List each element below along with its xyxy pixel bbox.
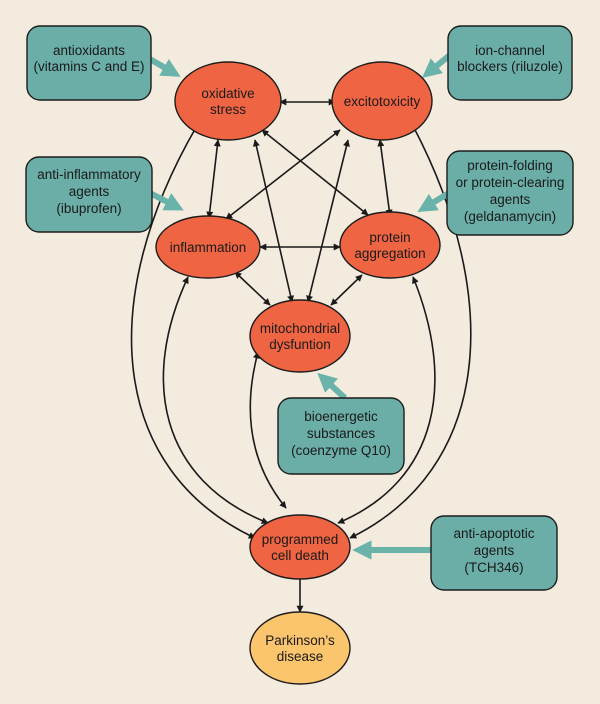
node-parkinsons-disease: Parkinson’s disease (249, 611, 351, 685)
svg-text:agents: agents (69, 184, 110, 199)
node-label-line-1: protein (369, 230, 410, 245)
svg-text:disease: disease (277, 649, 324, 664)
treatment-label-line-3: (ibuprofen) (56, 201, 121, 216)
node-label-line-2: aggregation (354, 246, 425, 261)
svg-text:programmed: programmed (262, 532, 339, 547)
node-label-line-1: programmed (262, 532, 339, 547)
node-label-line-2: cell death (271, 548, 329, 563)
svg-text:aggregation: aggregation (354, 246, 425, 261)
treatment-arrow-bioenergetic (317, 372, 348, 401)
treatment-label-line-3: (TCH346) (464, 560, 523, 575)
edge-mitochondrial-celldeath (249, 351, 287, 509)
treatment-label-line-3: (coenzyme Q10) (291, 443, 391, 458)
treatment-label-line-3: agents (490, 192, 531, 207)
treatment-label-line-2: agents (69, 184, 110, 199)
svg-text:(coenzyme Q10): (coenzyme Q10) (291, 443, 391, 458)
edge-excitotoxicity-inflammation (225, 129, 341, 220)
svg-text:Parkinson’s: Parkinson’s (265, 633, 335, 648)
treatment-arrow-ion-channel (422, 52, 452, 78)
svg-text:cell death: cell death (271, 548, 329, 563)
node-protein-aggregation: protein aggregation (339, 211, 441, 279)
svg-text:protein: protein (369, 230, 410, 245)
svg-text:anti-inflammatory: anti-inflammatory (37, 167, 141, 182)
edge-oxidative-protein (261, 129, 369, 216)
svg-text:substances: substances (307, 426, 376, 441)
treatment-ion-channel-blockers: ion-channel blockers (riluzole) (447, 25, 573, 101)
treatment-anti-inflammatory: anti-inflammatory agents (ibuprofen) (25, 156, 153, 233)
svg-text:anti-apoptotic: anti-apoptotic (453, 526, 534, 541)
svg-text:(ibuprofen): (ibuprofen) (56, 201, 121, 216)
treatment-label-line-2: blockers (riluzole) (457, 59, 563, 74)
svg-text:(vitamins C and E): (vitamins C and E) (33, 59, 144, 74)
treatment-label-line-2: substances (307, 426, 376, 441)
svg-text:blockers (riluzole): blockers (riluzole) (457, 59, 563, 74)
treatment-arrow-antioxidants (146, 55, 181, 77)
node-label-line-2: disease (277, 649, 324, 664)
svg-text:excitotoxicity: excitotoxicity (344, 94, 421, 109)
node-label-line-1: excitotoxicity (344, 94, 421, 109)
svg-text:protein-folding: protein-folding (467, 158, 553, 173)
svg-text:agents: agents (490, 192, 531, 207)
treatment-label-line-1: anti-apoptotic (453, 526, 534, 541)
svg-text:ion-channel: ion-channel (475, 43, 545, 58)
treatment-label-line-1: anti-inflammatory (37, 167, 141, 182)
svg-text:(geldanamycin): (geldanamycin) (464, 209, 556, 224)
node-label-line-1: oxidative (201, 86, 254, 101)
node-mitochondrial-dysfunction: mitochondrial dysfuntion (249, 299, 351, 373)
svg-text:antioxidants: antioxidants (53, 43, 125, 58)
edge-oxidative-inflammation (206, 139, 221, 219)
treatment-label-line-2: (vitamins C and E) (33, 59, 144, 74)
treatment-label-line-2: or protein-clearing (456, 175, 565, 190)
svg-text:mitochondrial: mitochondrial (260, 321, 340, 336)
node-excitotoxicity: excitotoxicity (331, 61, 433, 141)
node-label-line-1: inflammation (170, 240, 247, 255)
edge-excitotoxicity-protein (377, 139, 393, 217)
node-label-line-2: stress (210, 102, 246, 117)
edge-inflammation-mitochondrial (234, 271, 271, 306)
svg-text:dysfuntion: dysfuntion (269, 337, 331, 352)
edge-oxidative-mitochondrial (252, 139, 295, 303)
edge-protein-mitochondrial (330, 274, 363, 306)
treatment-label-line-1: bioenergetic (304, 409, 378, 424)
treatment-label-line-1: ion-channel (475, 43, 545, 58)
treatment-anti-apoptotic: anti-apoptotic agents (TCH346) (430, 515, 558, 591)
edge-excitotoxicity-mitochondrial (306, 139, 350, 303)
node-label-line-1: mitochondrial (260, 321, 340, 336)
svg-text:or protein-clearing: or protein-clearing (456, 175, 565, 190)
node-oxidative-stress: oxidative stress (174, 61, 282, 141)
node-label-line-2: dysfuntion (269, 337, 331, 352)
svg-text:agents: agents (474, 543, 515, 558)
treatment-protein-folding: protein-folding or protein-clearing agen… (446, 150, 574, 236)
treatment-label-line-1: protein-folding (467, 158, 553, 173)
treatment-arrow-anti-inflammatory (148, 190, 184, 211)
svg-text:inflammation: inflammation (170, 240, 247, 255)
svg-text:(TCH346): (TCH346) (464, 560, 523, 575)
node-label-line-1: Parkinson’s (265, 633, 335, 648)
node-programmed-cell-death: programmed cell death (249, 514, 351, 580)
treatment-bioenergetic: bioenergetic substances (coenzyme Q10) (277, 397, 405, 475)
svg-text:bioenergetic: bioenergetic (304, 409, 378, 424)
treatment-antioxidants: antioxidants (vitamins C and E) (26, 25, 152, 101)
treatment-label-line-4: (geldanamycin) (464, 209, 556, 224)
edge-inflammation-celldeath (162, 276, 269, 524)
treatment-label-line-1: antioxidants (53, 43, 125, 58)
svg-text:stress: stress (210, 102, 246, 117)
svg-text:oxidative: oxidative (201, 86, 254, 101)
treatment-arrow-protein-folding (417, 190, 451, 212)
treatment-arrows (146, 52, 452, 560)
node-inflammation: inflammation (155, 215, 261, 279)
treatment-label-line-2: agents (474, 543, 515, 558)
